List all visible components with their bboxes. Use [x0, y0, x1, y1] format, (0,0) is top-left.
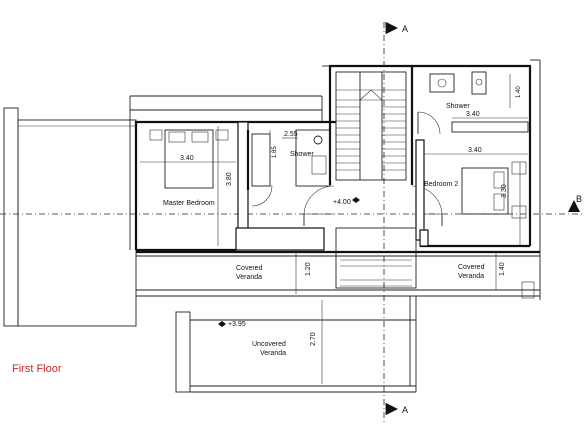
svg-text:Covered: Covered	[458, 264, 485, 271]
section-marker-a-bottom: A	[385, 403, 408, 415]
svg-text:1.85: 1.85	[272, 146, 278, 158]
plan-title: First Floor	[12, 363, 62, 375]
svg-text:1.20: 1.20	[305, 262, 312, 276]
svg-text:Master Bedroom: Master Bedroom	[163, 200, 215, 207]
svg-text:Bedroom 2: Bedroom 2	[424, 181, 458, 188]
svg-text:Veranda: Veranda	[260, 350, 286, 357]
svg-text:3.80: 3.80	[226, 172, 233, 186]
covered-veranda: 1.20 1.40 Covered Veranda Covered Verand…	[136, 227, 540, 299]
left-pergola	[3, 107, 137, 327]
section-marker-a-top: A	[385, 22, 408, 34]
svg-text:Veranda: Veranda	[236, 274, 262, 281]
svg-text:3.40: 3.40	[468, 147, 482, 154]
bedroom2-bed	[461, 167, 509, 215]
svg-text:+3.95: +3.95	[228, 321, 246, 328]
svg-text:Veranda: Veranda	[458, 273, 484, 280]
svg-text:A: A	[402, 405, 408, 415]
svg-text:A: A	[402, 24, 408, 34]
uncovered-veranda: 2.70 Uncovered Veranda +3.95	[175, 296, 417, 393]
svg-text:1.40: 1.40	[499, 262, 506, 276]
svg-text:3.40: 3.40	[466, 111, 480, 118]
bedroom-2: 3.40 3.30 Bedroom 2	[415, 139, 528, 246]
svg-text:3.40: 3.40	[180, 155, 194, 162]
svg-text:+4.00: +4.00	[333, 199, 351, 206]
svg-text:2.70: 2.70	[310, 332, 317, 346]
master-bed	[164, 129, 214, 189]
staircase	[335, 71, 407, 181]
stair-treads	[336, 99, 406, 171]
svg-text:Shower: Shower	[290, 151, 314, 158]
svg-text:3.30: 3.30	[501, 184, 508, 198]
upper-walls	[129, 59, 541, 300]
shower-right: 1.40 Shower 3.40	[417, 71, 529, 135]
svg-text:2.55: 2.55	[284, 131, 298, 138]
svg-text:Shower: Shower	[446, 103, 470, 110]
master-bedroom: 3.40 3.80 Master Bedroom	[140, 121, 257, 251]
svg-text:Covered: Covered	[236, 265, 263, 272]
svg-text:B: B	[576, 194, 582, 204]
shower-left: 2.55 1.85 Shower	[251, 129, 331, 207]
svg-text:Uncovered: Uncovered	[252, 341, 286, 348]
section-marker-b: B	[568, 194, 582, 212]
svg-text:1.40: 1.40	[516, 86, 522, 98]
